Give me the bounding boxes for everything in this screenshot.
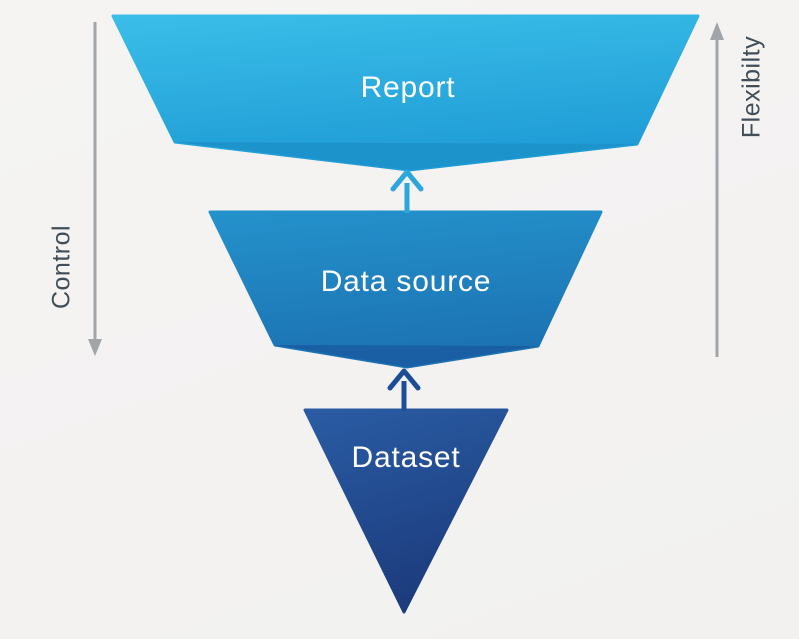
up-arrow-dark-icon: [387, 368, 421, 411]
datasource-shape: [208, 210, 603, 369]
control-axis-arrow: [88, 22, 102, 356]
down-arrowhead-icon: [88, 339, 102, 356]
up-arrowhead-icon: [710, 22, 724, 40]
datasource-fold-shape: [275, 345, 538, 367]
flexibility-axis-arrow: [710, 22, 724, 357]
report-fold-shape: [175, 142, 637, 170]
dataset-shape: [303, 408, 509, 614]
up-arrow-light-icon: [390, 169, 424, 213]
